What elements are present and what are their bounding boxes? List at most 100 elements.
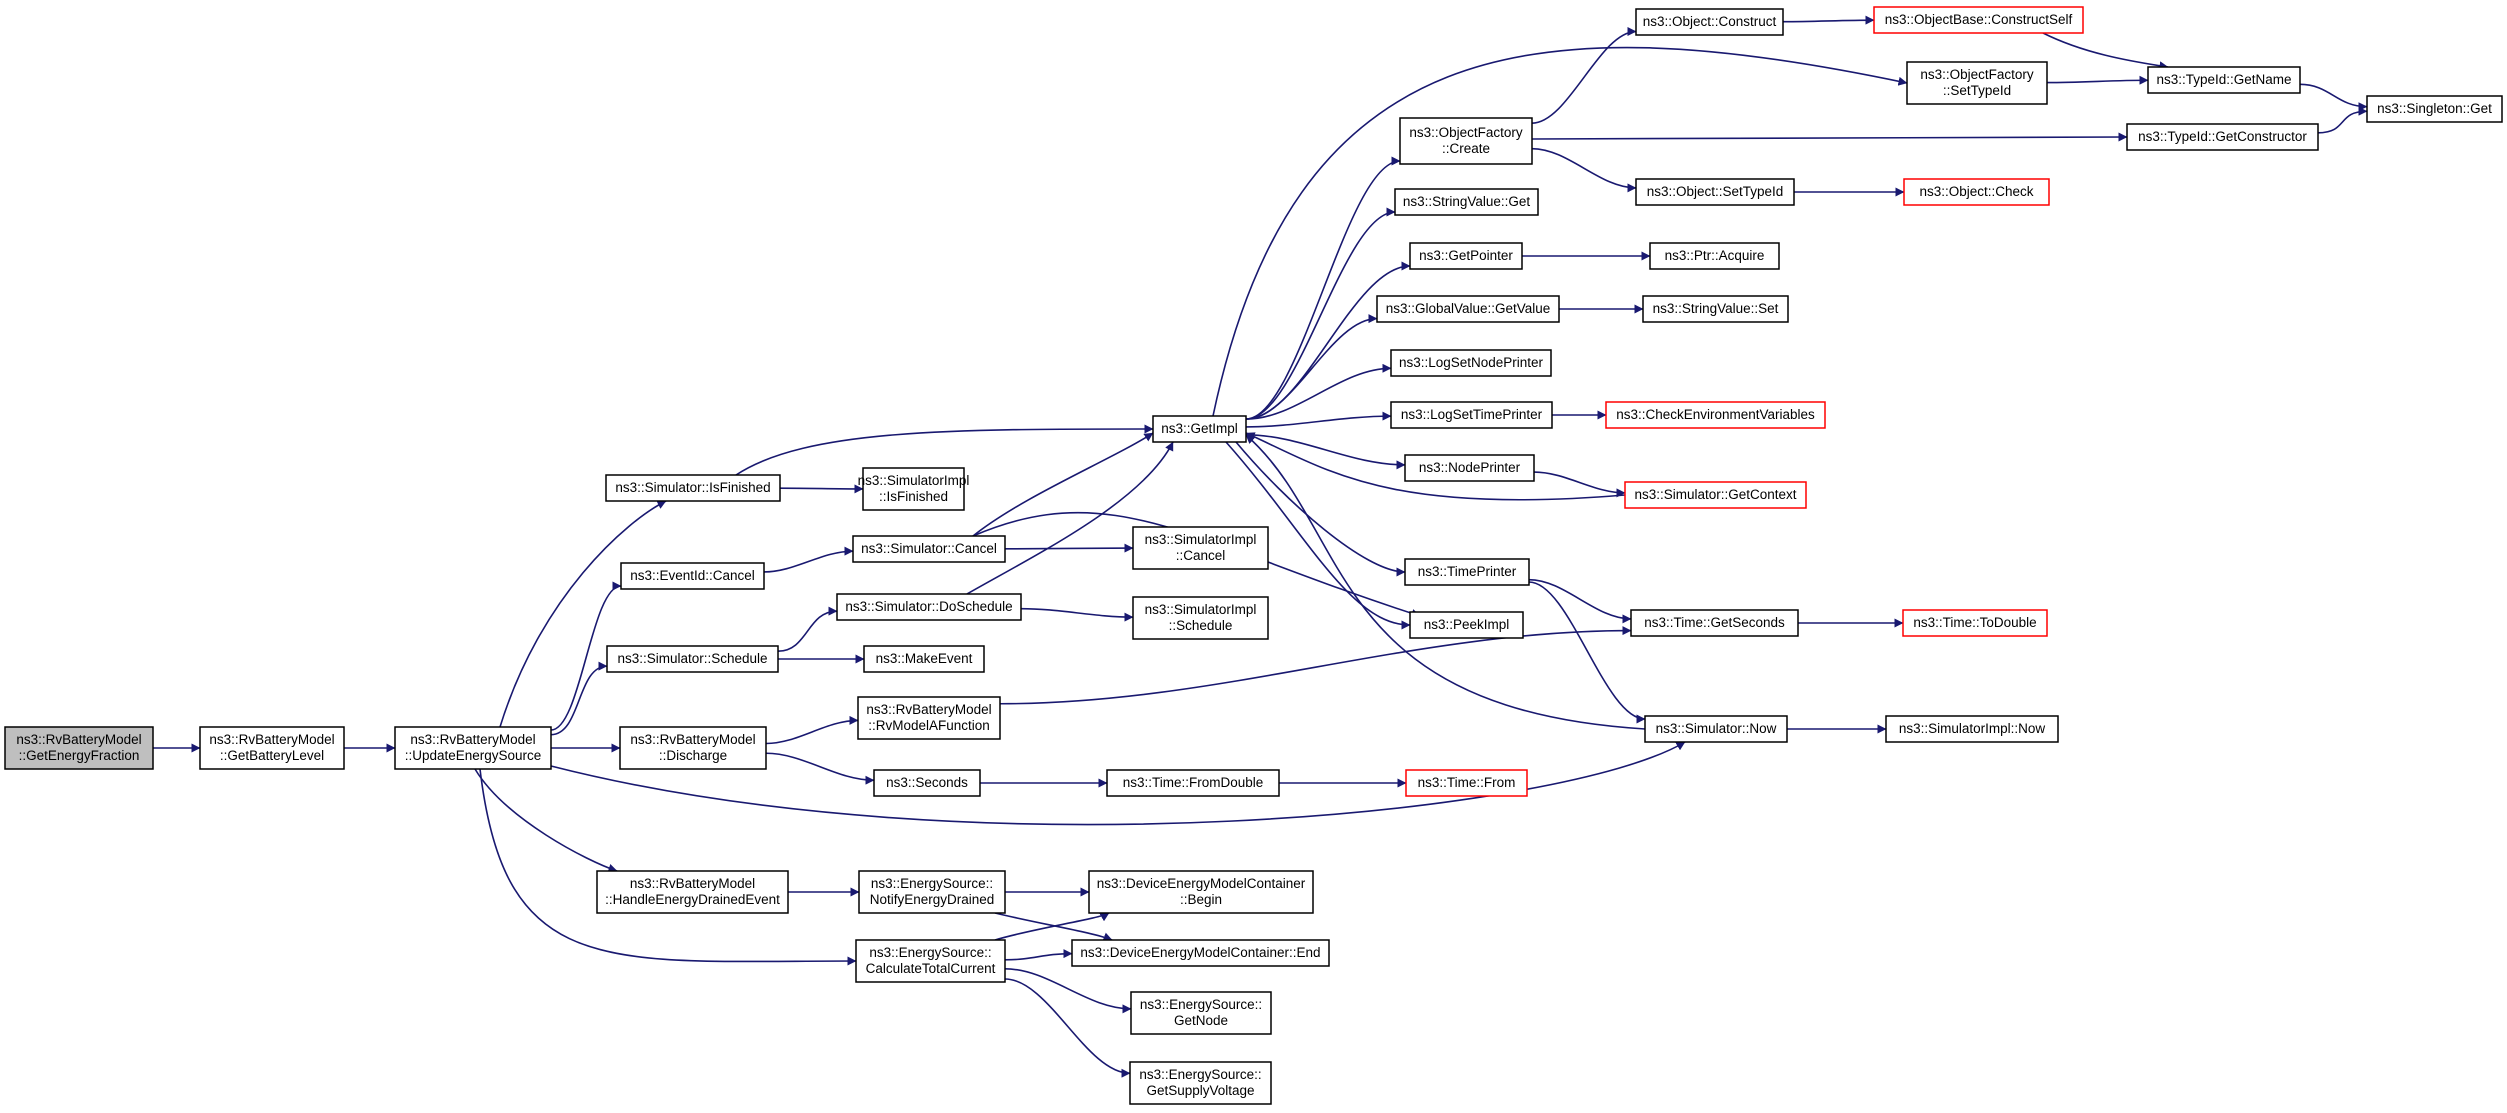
node-sim-now[interactable]: ns3::Simulator::Now [1644, 715, 1788, 743]
node-es-notifyenergydrained[interactable]: ns3::EnergySource::NotifyEnergyDrained [858, 870, 1006, 914]
node-box[interactable] [1394, 188, 1539, 216]
node-box[interactable] [4, 726, 154, 770]
node-es-getnode[interactable]: ns3::EnergySource::GetNode [1130, 991, 1272, 1035]
node-typeid-getname[interactable]: ns3::TypeId::GetName [2147, 66, 2301, 94]
node-box[interactable] [1902, 609, 2048, 637]
node-box[interactable] [1132, 596, 1269, 640]
node-box[interactable] [1071, 939, 1330, 967]
node-box[interactable] [1390, 401, 1553, 429]
node-box[interactable] [1642, 295, 1789, 323]
node-simimpl-schedule[interactable]: ns3::SimulatorImpl::Schedule [1132, 596, 1269, 640]
node-box[interactable] [1132, 526, 1269, 570]
node-demc-end[interactable]: ns3::DeviceEnergyModelContainer::End [1071, 939, 1330, 967]
node-timeprinter[interactable]: ns3::TimePrinter [1404, 558, 1530, 586]
node-sim-doschedule[interactable]: ns3::Simulator::DoSchedule [836, 593, 1022, 621]
node-time-getseconds[interactable]: ns3::Time::GetSeconds [1630, 609, 1799, 637]
node-singleton-get[interactable]: ns3::Singleton::Get [2366, 95, 2503, 123]
node-box[interactable] [858, 870, 1006, 914]
node-es-getsupplyvoltage[interactable]: ns3::EnergySource::GetSupplyVoltage [1129, 1061, 1272, 1105]
node-globalvalue-getvalue[interactable]: ns3::GlobalValue::GetValue [1376, 295, 1560, 323]
node-box[interactable] [1404, 558, 1530, 586]
node-sim-schedule[interactable]: ns3::Simulator::Schedule [606, 645, 779, 673]
node-box[interactable] [855, 939, 1006, 983]
node-sim-cancel[interactable]: ns3::Simulator::Cancel [852, 535, 1006, 563]
node-box[interactable] [605, 474, 781, 502]
node-box[interactable] [1644, 715, 1788, 743]
node-box[interactable] [620, 562, 765, 590]
node-box[interactable] [2147, 66, 2301, 94]
node-box[interactable] [1376, 295, 1560, 323]
node-box[interactable] [606, 645, 779, 673]
node-checkenvvars[interactable]: ns3::CheckEnvironmentVariables [1605, 401, 1826, 429]
node-rv-modelafunction[interactable]: ns3::RvBatteryModel::RvModelAFunction [857, 696, 1001, 740]
node-box[interactable] [394, 726, 552, 770]
node-box[interactable] [1649, 242, 1780, 270]
node-objectbase-constructself[interactable]: ns3::ObjectBase::ConstructSelf [1873, 6, 2084, 34]
node-time-fromdouble[interactable]: ns3::Time::FromDouble [1106, 769, 1280, 797]
node-box[interactable] [1129, 1061, 1272, 1105]
node-box[interactable] [1885, 715, 2059, 743]
node-box[interactable] [852, 535, 1006, 563]
node-box[interactable] [2366, 95, 2503, 123]
node-box[interactable] [1390, 349, 1552, 377]
node-getpointer[interactable]: ns3::GetPointer [1409, 242, 1523, 270]
node-box[interactable] [873, 769, 981, 797]
node-rv-handleenergydrained[interactable]: ns3::RvBatteryModel::HandleEnergyDrained… [596, 870, 789, 914]
node-box[interactable] [1873, 6, 2084, 34]
node-box[interactable] [1405, 769, 1528, 797]
node-rv-getbatterylevel[interactable]: ns3::RvBatteryModel::GetBatteryLevel [199, 726, 345, 770]
node-eventid-cancel[interactable]: ns3::EventId::Cancel [620, 562, 765, 590]
node-typeid-getconstructor[interactable]: ns3::TypeId::GetConstructor [2126, 123, 2319, 151]
node-box[interactable] [1399, 117, 1533, 165]
node-box[interactable] [1624, 481, 1807, 509]
node-es-calculatetotalcurrent[interactable]: ns3::EnergySource::CalculateTotalCurrent [855, 939, 1006, 983]
node-getimpl[interactable]: ns3::GetImpl [1152, 415, 1247, 443]
node-nodeprinter[interactable]: ns3::NodePrinter [1404, 454, 1535, 482]
node-box[interactable] [863, 645, 985, 673]
node-box[interactable] [1130, 991, 1272, 1035]
node-box[interactable] [836, 593, 1022, 621]
node-demc-begin[interactable]: ns3::DeviceEnergyModelContainer::Begin [1088, 870, 1314, 914]
node-simimpl-now[interactable]: ns3::SimulatorImpl::Now [1885, 715, 2059, 743]
node-sim-isfinished[interactable]: ns3::Simulator::IsFinished [605, 474, 781, 502]
node-ptr-acquire[interactable]: ns3::Ptr::Acquire [1649, 242, 1780, 270]
node-rv-getenergyfraction[interactable]: ns3::RvBatteryModel::GetEnergyFraction [4, 726, 154, 770]
node-stringvalue-get[interactable]: ns3::StringValue::Get [1394, 188, 1539, 216]
node-box[interactable] [1630, 609, 1799, 637]
node-logsettimeprinter[interactable]: ns3::LogSetTimePrinter [1390, 401, 1553, 429]
node-box[interactable] [1404, 454, 1535, 482]
node-box[interactable] [619, 726, 767, 770]
node-box[interactable] [862, 467, 965, 511]
node-box[interactable] [1409, 242, 1523, 270]
node-makeevent[interactable]: ns3::MakeEvent [863, 645, 985, 673]
node-objectfactory-create[interactable]: ns3::ObjectFactory::Create [1399, 117, 1533, 165]
node-simimpl-isfinished[interactable]: ns3::SimulatorImpl::IsFinished [858, 467, 970, 511]
node-box[interactable] [1906, 61, 2048, 105]
node-box[interactable] [199, 726, 345, 770]
node-peekimpl[interactable]: ns3::PeekImpl [1409, 611, 1524, 639]
node-sim-getcontext[interactable]: ns3::Simulator::GetContext [1624, 481, 1807, 509]
node-box[interactable] [1635, 178, 1795, 206]
node-object-settypeid[interactable]: ns3::Object::SetTypeId [1635, 178, 1795, 206]
node-box[interactable] [2126, 123, 2319, 151]
node-simimpl-cancel[interactable]: ns3::SimulatorImpl::Cancel [1132, 526, 1269, 570]
node-box[interactable] [1605, 401, 1826, 429]
node-box[interactable] [857, 696, 1001, 740]
node-box[interactable] [1635, 8, 1784, 36]
node-object-check[interactable]: ns3::Object::Check [1903, 178, 2050, 206]
node-box[interactable] [1903, 178, 2050, 206]
node-rv-discharge[interactable]: ns3::RvBatteryModel::Discharge [619, 726, 767, 770]
node-time-from[interactable]: ns3::Time::From [1405, 769, 1528, 797]
node-logsetnodeprinter[interactable]: ns3::LogSetNodePrinter [1390, 349, 1552, 377]
node-box[interactable] [1088, 870, 1314, 914]
node-box[interactable] [1152, 415, 1247, 443]
node-rv-updateenergysource[interactable]: ns3::RvBatteryModel::UpdateEnergySource [394, 726, 552, 770]
node-seconds[interactable]: ns3::Seconds [873, 769, 981, 797]
node-stringvalue-set[interactable]: ns3::StringValue::Set [1642, 295, 1789, 323]
node-box[interactable] [596, 870, 789, 914]
node-time-todouble[interactable]: ns3::Time::ToDouble [1902, 609, 2048, 637]
node-box[interactable] [1106, 769, 1280, 797]
node-box[interactable] [1409, 611, 1524, 639]
node-object-construct[interactable]: ns3::Object::Construct [1635, 8, 1784, 36]
node-objectfactory-settypeid[interactable]: ns3::ObjectFactory::SetTypeId [1906, 61, 2048, 105]
